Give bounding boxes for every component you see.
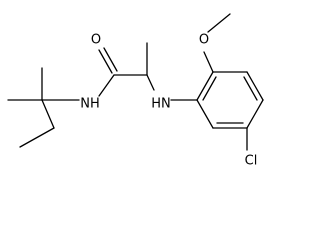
ring-double-b	[243, 76, 258, 101]
amide-nh-label: NH	[80, 97, 100, 112]
bond-ring-methoxy-o	[203, 51, 214, 73]
bond-nh-carbonyl	[98, 74, 115, 97]
methoxy-oxygen-label: O	[199, 33, 209, 48]
bond-carbonyl-double-2	[103, 47, 118, 72]
ring-bond-4	[246, 99, 264, 129]
chemical-structure: O NH HN O Cl	[7, 13, 264, 169]
chlorine-label: Cl	[245, 154, 258, 169]
atom-labels: O NH HN O Cl	[80, 33, 257, 169]
bond-methoxy-methyl	[207, 13, 231, 33]
ring-bond-1	[196, 71, 214, 101]
ring-bond-6	[196, 99, 214, 129]
ring-double-a	[202, 76, 217, 101]
bond-ethyl-methyl	[19, 127, 55, 148]
bond-lines	[7, 13, 264, 151]
ring-bond-3	[246, 71, 264, 101]
bond-carbonyl-double-1	[98, 49, 113, 74]
carbonyl-oxygen-label: O	[91, 33, 101, 48]
bond-alpha-hn	[146, 74, 155, 91]
bond-tbutyl-ethyl	[41, 99, 55, 129]
amine-hn-label: HN	[151, 97, 171, 112]
